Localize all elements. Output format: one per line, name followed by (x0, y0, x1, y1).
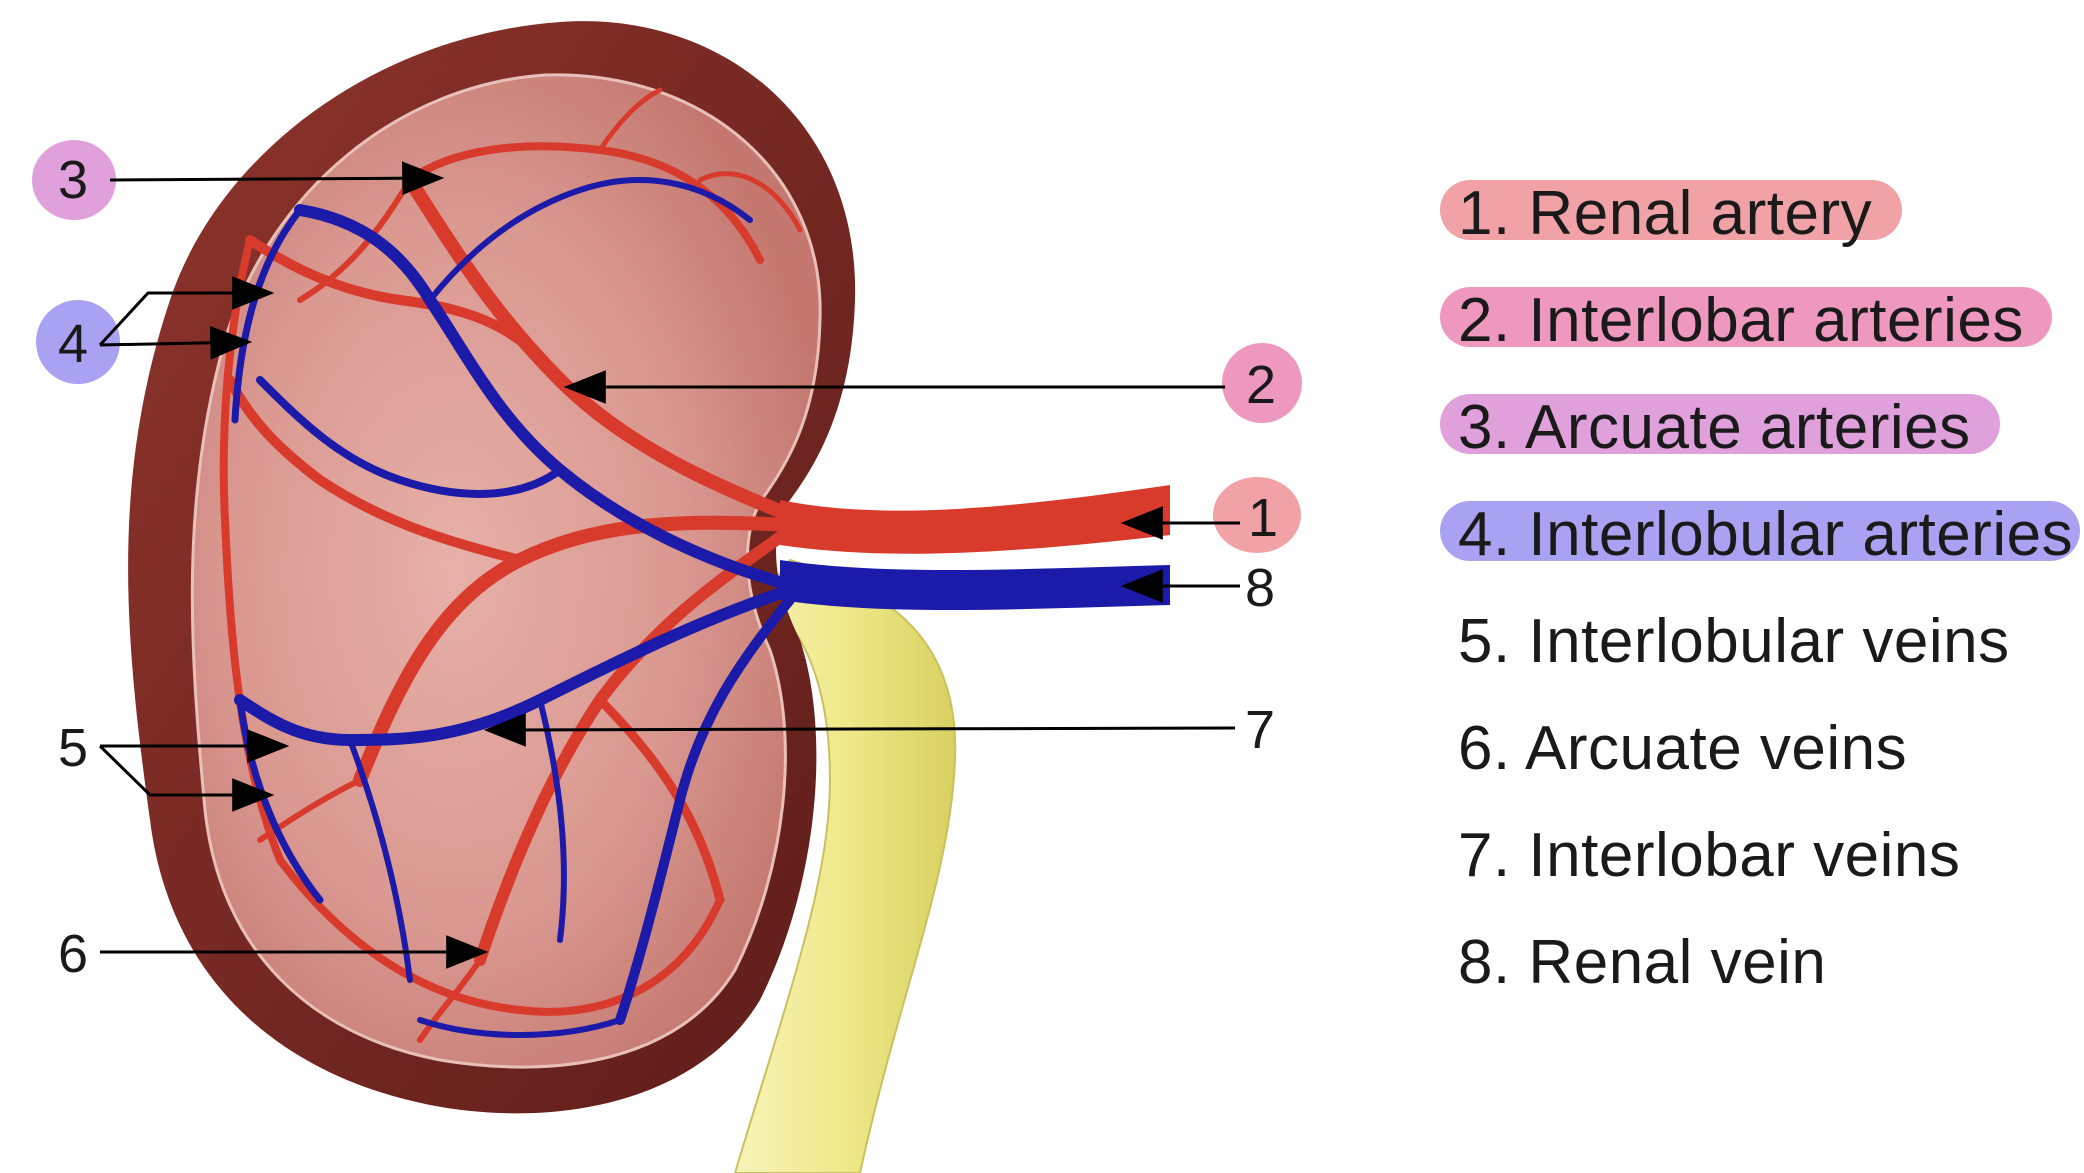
callout-number-4: 4 (58, 314, 88, 374)
legend-item-interlobar-veins: 7. Interlobar veins (1440, 802, 2080, 909)
callout-3-highlight (32, 140, 116, 220)
legend-item-interlobular-veins: 5. Interlobular veins (1440, 588, 2080, 695)
renal-artery (780, 485, 1170, 554)
callout-number-6: 6 (58, 924, 88, 984)
legend-item-renal-artery: 1. Renal artery (1440, 160, 2080, 267)
callout-number-1: 1 (1248, 488, 1278, 548)
legend-label: 8. Renal vein (1458, 928, 1827, 997)
callout-4-highlight (36, 300, 120, 384)
legend-label: 5. Interlobular veins (1458, 607, 2010, 676)
legend-label: 7. Interlobar veins (1458, 821, 1961, 890)
legend-item-interlobular-arteries: 4. Interlobular arteries (1440, 481, 2080, 588)
callout-number-3: 3 (58, 150, 88, 210)
legend-item-renal-vein: 8. Renal vein (1440, 909, 2080, 1016)
callout-number-8: 8 (1245, 558, 1275, 618)
callout-1-highlight (1213, 477, 1301, 553)
legend-highlight (1440, 394, 2000, 454)
legend-highlight (1440, 501, 2080, 561)
callout-number-2: 2 (1246, 355, 1276, 415)
leader-lines (98, 161, 1240, 969)
legend-highlight (1440, 180, 1902, 240)
legend-label: 2. Interlobar arteries (1458, 286, 2024, 355)
callout-2-highlight (1222, 343, 1302, 423)
legend-label: 4. Interlobular arteries (1458, 500, 2074, 569)
arterial-network (219, 87, 803, 1043)
legend-item-arcuate-veins: 6. Arcuate veins (1440, 695, 2080, 802)
legend-label: 3. Arcuate arteries (1458, 393, 1971, 462)
legend-label: 6. Arcuate veins (1458, 714, 1908, 783)
legend-item-interlobar-arteries: 2. Interlobar arteries (1440, 267, 2080, 374)
legend-label: 1. Renal artery (1458, 179, 1873, 248)
callout-number-7: 7 (1245, 700, 1275, 760)
legend-highlight (1440, 287, 2052, 347)
renal-vein (780, 560, 1170, 610)
legend-item-arcuate-arteries: 3. Arcuate arteries (1440, 374, 2080, 481)
legend: 1. Renal artery 2. Interlobar arteries 3… (1440, 160, 2080, 1016)
callout-number-5: 5 (58, 718, 88, 778)
